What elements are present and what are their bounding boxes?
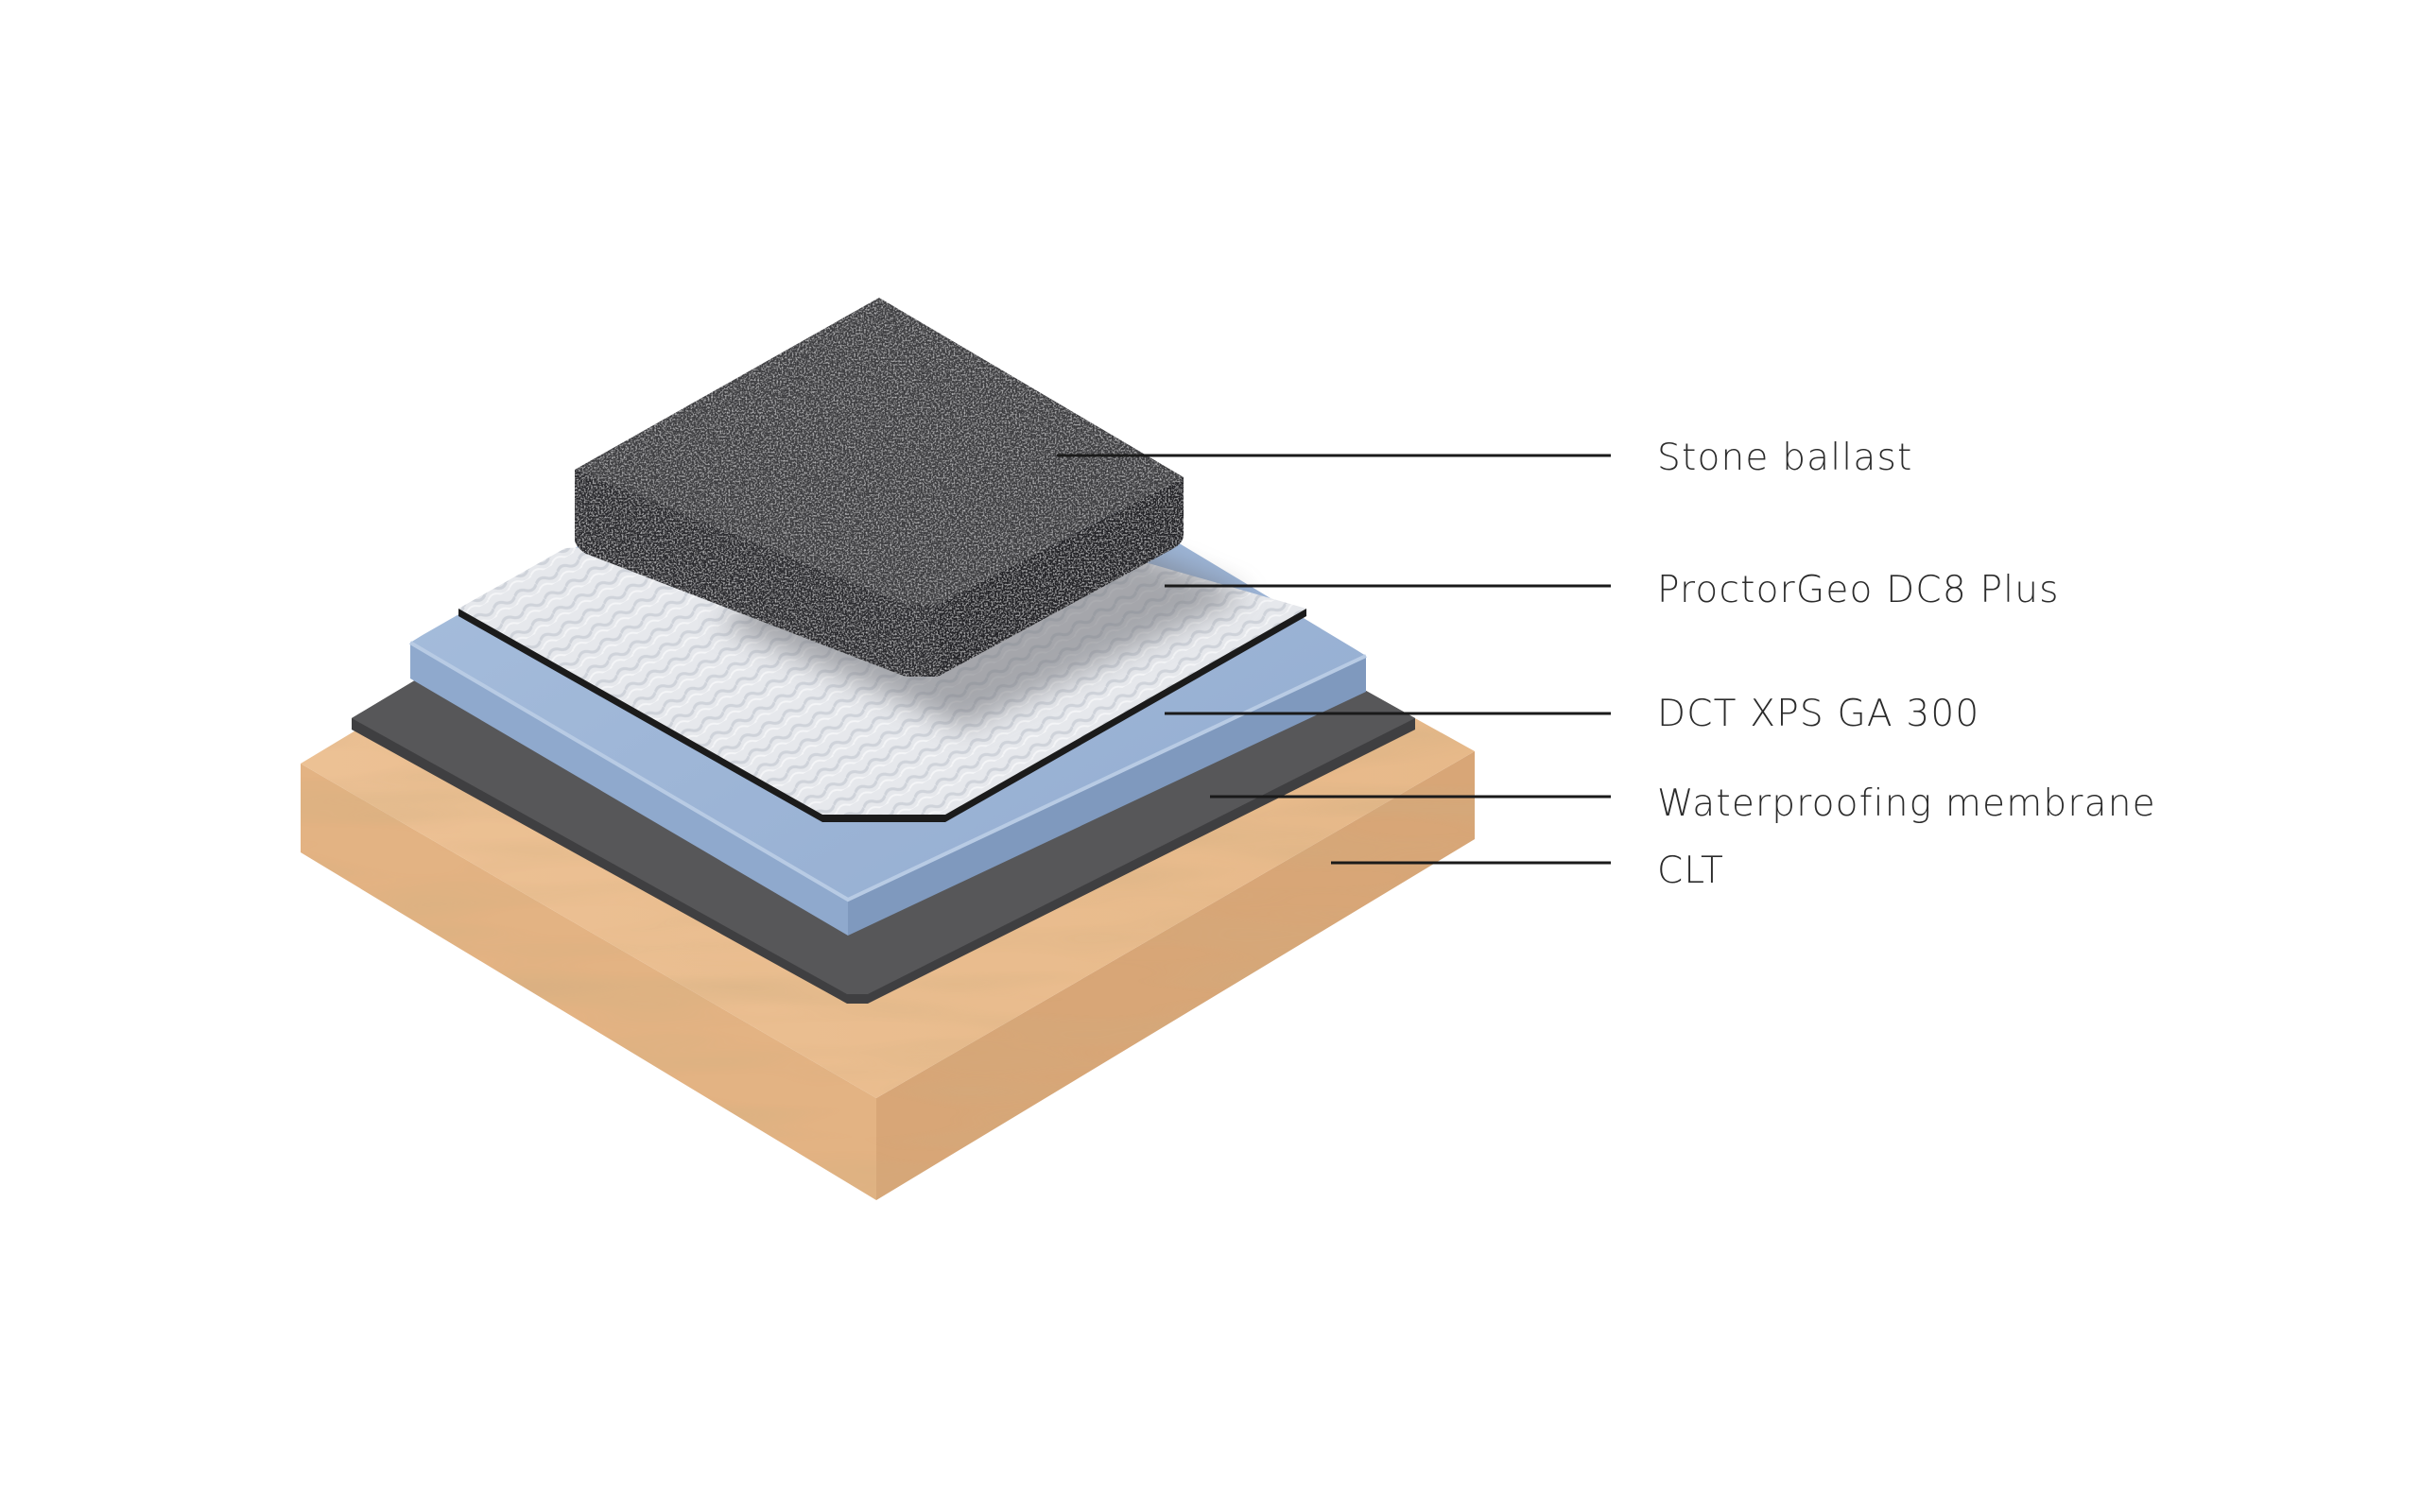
stone-left-face: [575, 470, 938, 677]
label-xps: DCT XPS GA 300: [1657, 693, 1980, 735]
stone-right-face: [938, 477, 1184, 677]
clt-left-face: [301, 764, 876, 1200]
stone-layer: [575, 298, 1184, 677]
label-proctorgeo: ProctorGeo DC8 Plus: [1657, 569, 2060, 611]
leader-lines: [1057, 454, 1611, 865]
label-clt: CLT: [1657, 850, 1725, 892]
clt-right-face: [876, 751, 1475, 1200]
stone-top-face: [575, 298, 1184, 605]
label-waterproofing-membrane: Waterproofing membrane: [1657, 782, 2156, 825]
xps-right-face: [848, 656, 1366, 936]
label-stone-ballast: Stone ballast: [1657, 437, 1913, 479]
xps-left-face: [410, 643, 848, 936]
